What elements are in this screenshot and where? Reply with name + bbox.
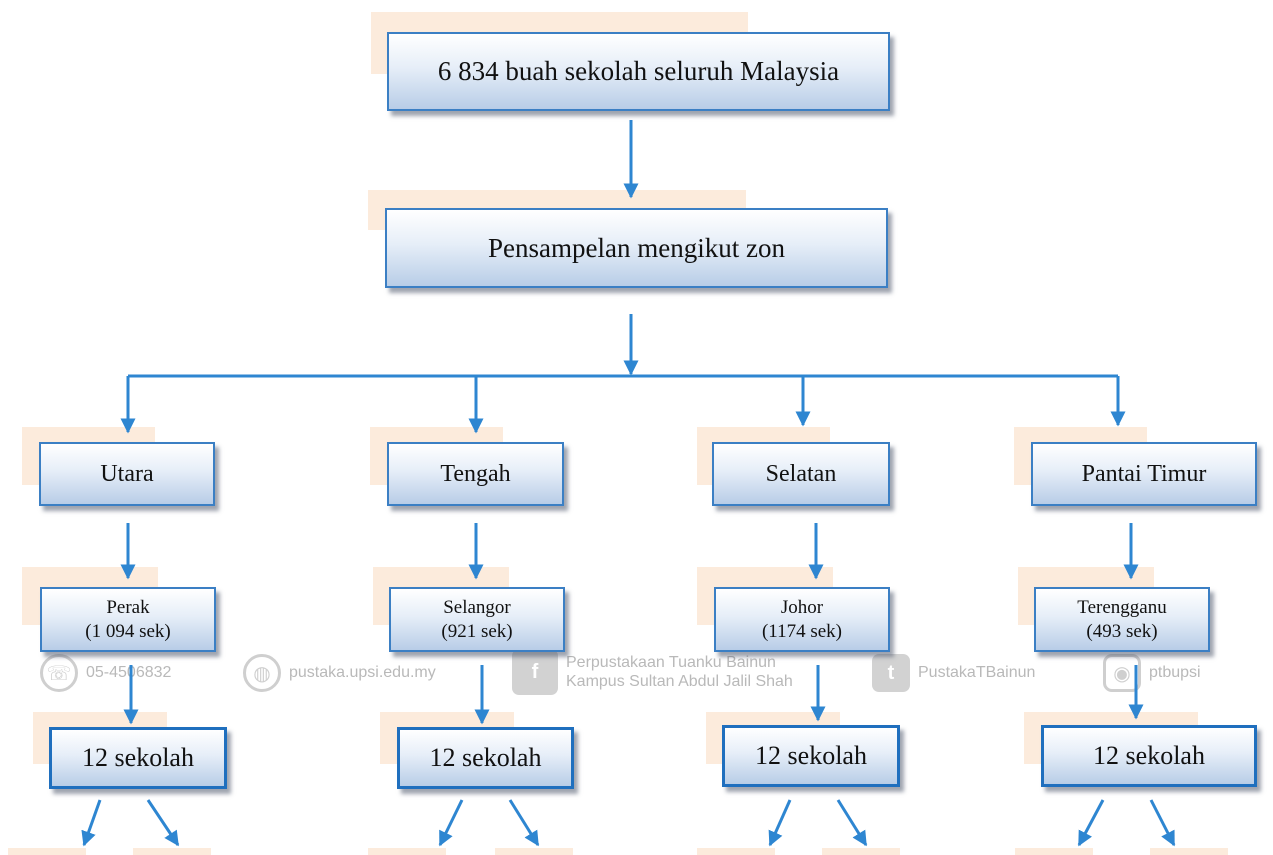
watermark-website: ◍ pustaka.upsi.edu.my: [243, 654, 436, 692]
watermark-library-line2: Kampus Sultan Abdul Jalil Shah: [566, 673, 793, 690]
highlight-bottom-1: [8, 848, 86, 855]
school-box-pantai-timur: 12 sekolah: [1041, 725, 1257, 787]
state-name-terengganu: Terengganu: [1077, 596, 1167, 618]
highlight-bottom-2: [133, 848, 211, 855]
state-count-terengganu: (493 sek): [1086, 620, 1158, 642]
state-name-perak: Perak: [106, 596, 150, 618]
arrow-school-2-right: [508, 799, 540, 847]
watermark-website-text: pustaka.upsi.edu.my: [289, 664, 436, 681]
state-count-johor: (1174 sek): [761, 620, 843, 642]
watermark-library-line1: Perpustakaan Tuanku Bainun: [566, 654, 776, 671]
watermark-twitter-text: PustakaTBainun: [918, 664, 1036, 681]
state-box-selangor: Selangor (921 sek): [389, 587, 565, 652]
state-box-johor: Johor (1174 sek): [714, 587, 890, 652]
arrow-school-4-right: [1149, 799, 1176, 847]
arrow-school-1-right: [146, 799, 180, 847]
facebook-icon: f: [512, 649, 558, 695]
state-box-perak: Perak (1 094 sek): [40, 587, 216, 652]
highlight-bottom-7: [1015, 848, 1093, 855]
zone-box-utara: Utara: [39, 442, 215, 506]
highlight-bottom-5: [697, 848, 775, 855]
state-name-selangor: Selangor: [443, 596, 511, 618]
instagram-icon: ◉: [1103, 654, 1141, 692]
highlight-bottom-3: [368, 848, 446, 855]
state-box-terengganu: Terengganu (493 sek): [1034, 587, 1210, 652]
zone-box-selatan: Selatan: [712, 442, 890, 506]
zone-box-pantai-timur: Pantai Timur: [1031, 442, 1257, 506]
highlight-bottom-6: [822, 848, 900, 855]
watermark-library: f Perpustakaan Tuanku Bainun Kampus Sult…: [512, 649, 793, 695]
zoning-box: Pensampelan mengikut zon: [385, 208, 888, 288]
watermark-instagram: ◉ ptbupsi: [1103, 654, 1201, 692]
highlight-bottom-4: [495, 848, 573, 855]
arrow-school-1-left: [81, 799, 102, 847]
arrow-school-3-right: [836, 799, 868, 847]
watermark-instagram-text: ptbupsi: [1149, 664, 1201, 681]
arrow-school-2-left: [438, 799, 464, 847]
globe-icon: ◍: [243, 654, 281, 692]
watermark-twitter: t PustakaTBainun: [872, 654, 1035, 692]
school-box-utara: 12 sekolah: [49, 727, 227, 789]
zone-box-tengah: Tengah: [387, 442, 564, 506]
state-count-selangor: (921 sek): [441, 620, 513, 642]
school-box-selatan: 12 sekolah: [722, 725, 900, 787]
watermark-phone: ☏ 05-4506832: [40, 654, 171, 692]
watermark-strip: ☏ 05-4506832 ◍ pustaka.upsi.edu.my f Per…: [0, 643, 1273, 713]
root-box: 6 834 buah sekolah seluruh Malaysia: [387, 32, 890, 111]
state-name-johor: Johor: [780, 596, 824, 618]
twitter-icon: t: [872, 654, 910, 692]
watermark-phone-text: 05-4506832: [86, 664, 172, 681]
arrow-school-3-left: [768, 799, 792, 847]
highlight-bottom-8: [1150, 848, 1228, 855]
arrow-school-4-left: [1077, 799, 1105, 847]
phone-icon: ☏: [40, 654, 78, 692]
school-box-tengah: 12 sekolah: [397, 727, 574, 789]
state-count-perak: (1 094 sek): [85, 620, 171, 642]
